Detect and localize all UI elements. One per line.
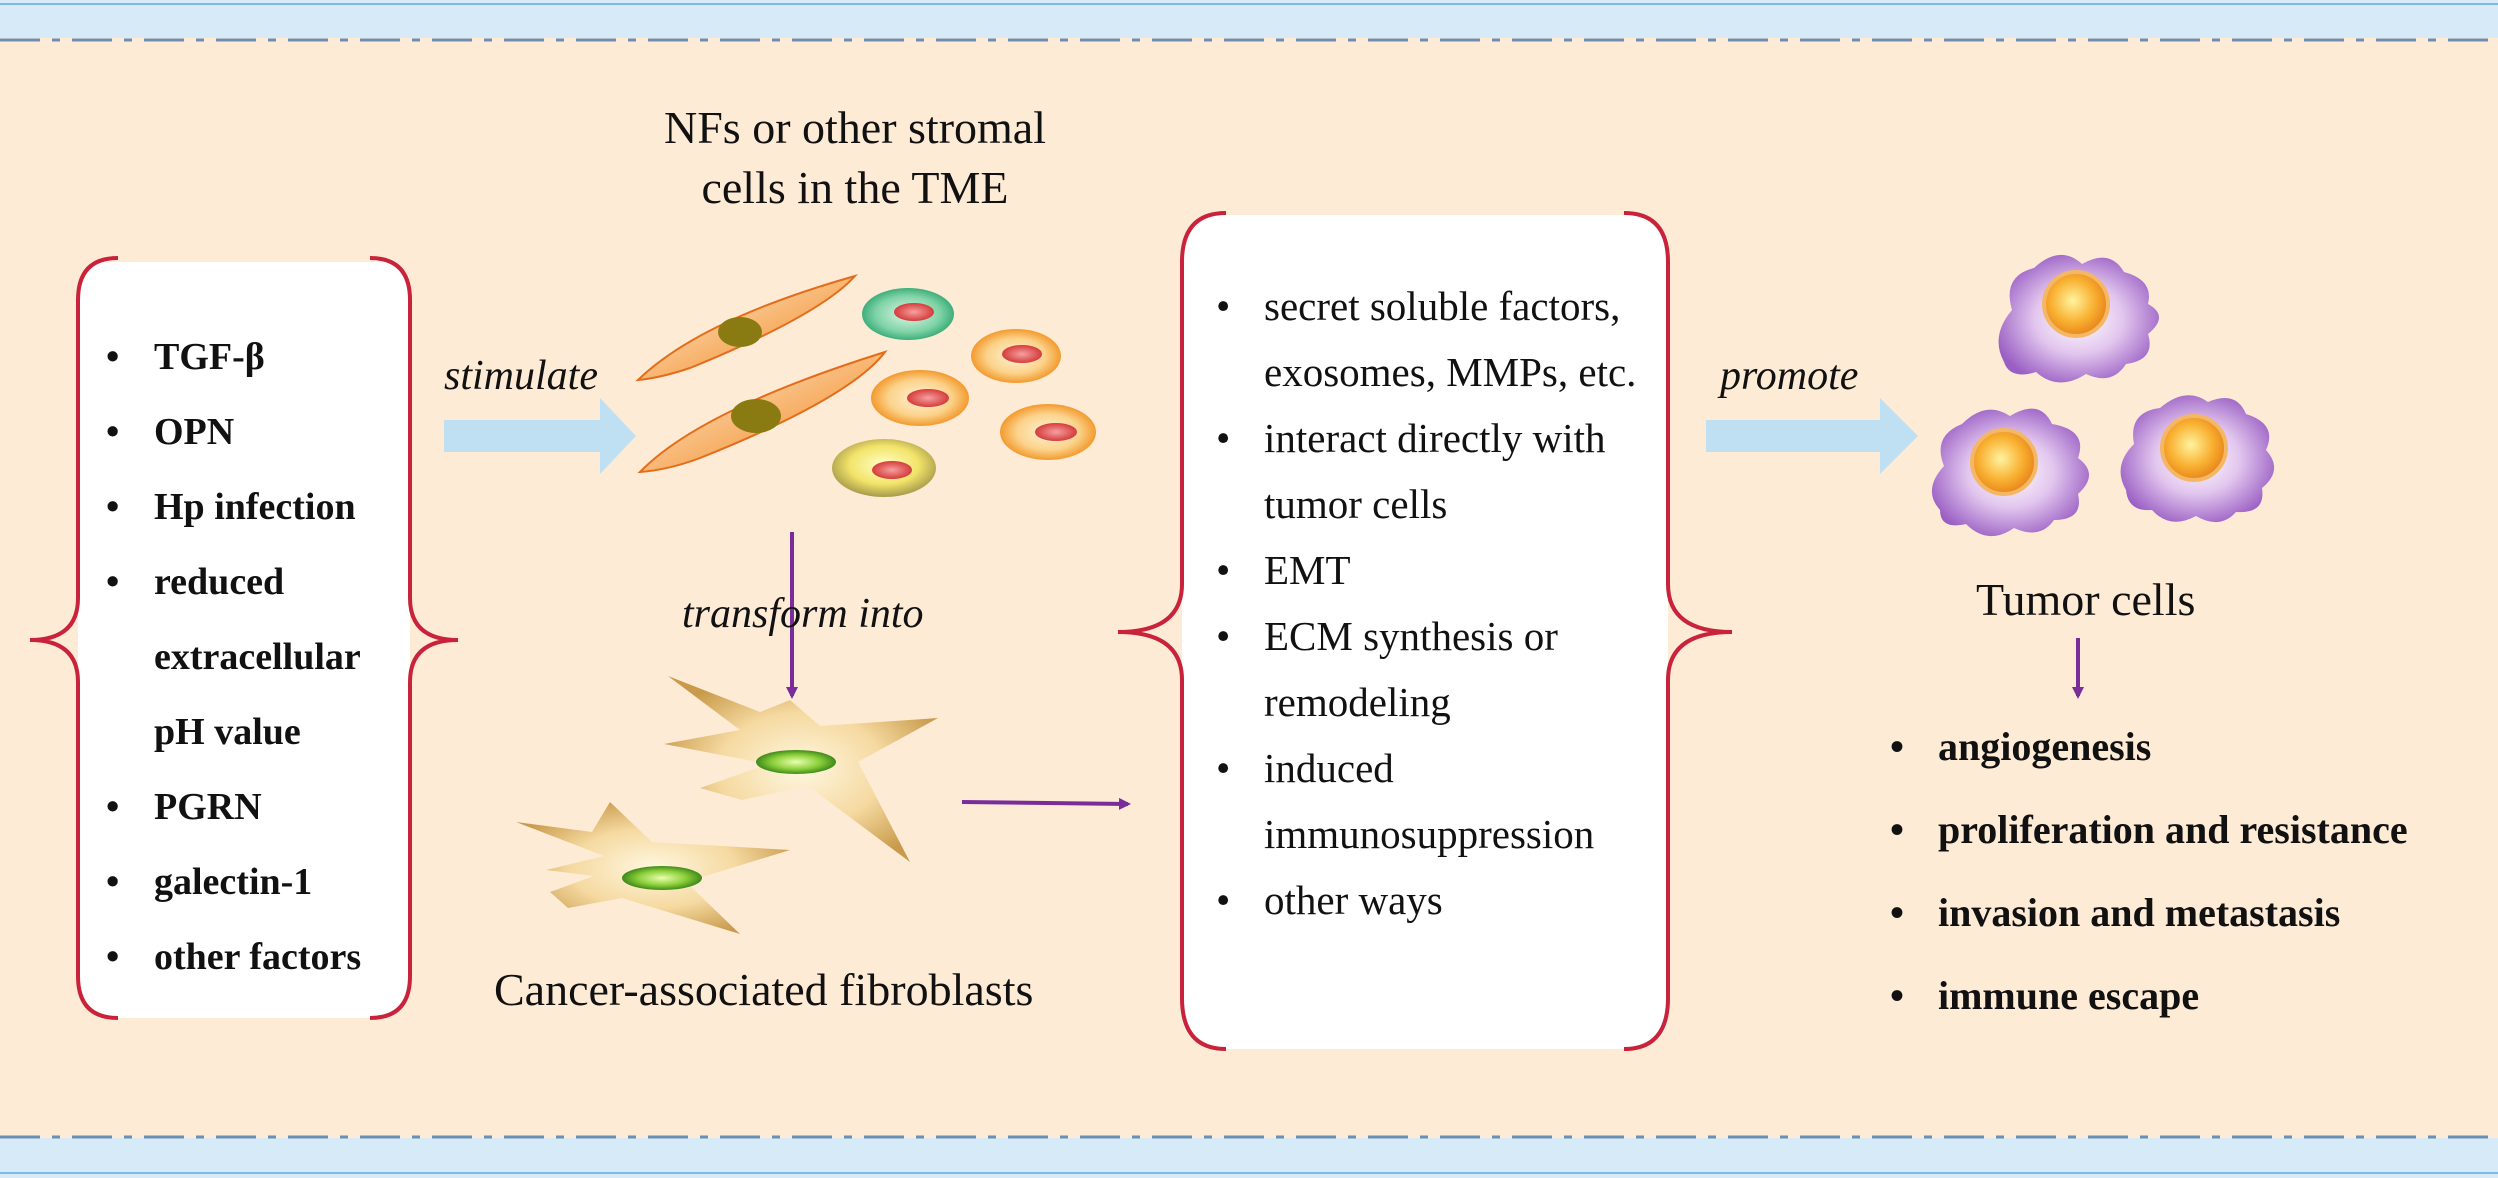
factor-item: TGF-β xyxy=(106,320,406,395)
tumor-cell xyxy=(1931,408,2089,537)
outcome-item: proliferation and resistance xyxy=(1890,788,2490,871)
factor-item: OPN xyxy=(106,395,406,470)
factor-item: other factors xyxy=(106,920,406,995)
caf-label: Cancer-associated fibroblasts xyxy=(494,964,1034,1015)
way-item: secret soluble factors, exosomes, MMPs, … xyxy=(1216,273,1656,405)
promote-label: promote xyxy=(1720,353,1859,399)
stimulate-arrow xyxy=(444,398,636,474)
tumor-cell xyxy=(2120,395,2275,523)
transform-into-label: transform into xyxy=(682,591,924,637)
stromal-cell xyxy=(871,370,969,426)
mid-brace-right xyxy=(1623,211,1733,1051)
way-item: EMT xyxy=(1216,537,1656,603)
factor-item: Hp infection xyxy=(106,470,406,545)
stromal-title-line1: NFs or other stromal xyxy=(663,102,1046,153)
way-item: ECM synthesis or remodeling xyxy=(1216,603,1656,735)
stromal-cell xyxy=(1000,404,1096,460)
stromal-cell xyxy=(862,288,954,340)
promote-arrow xyxy=(1706,398,1918,474)
stimulate-label: stimulate xyxy=(444,353,598,399)
stromal-cells-title: NFs or other stromal cells in the TME xyxy=(560,98,1150,218)
caf-cell xyxy=(664,676,938,862)
stromal-cell xyxy=(971,329,1061,383)
left-brace-left xyxy=(29,256,119,1020)
way-item: other ways xyxy=(1216,867,1656,933)
stromal-title-line2: cells in the TME xyxy=(701,162,1009,213)
ways-list: secret soluble factors, exosomes, MMPs, … xyxy=(1216,273,1656,933)
factor-list: TGF-β OPN Hp infection reduced extracell… xyxy=(106,320,406,995)
way-item: interact directly with tumor cells xyxy=(1216,405,1656,537)
top-band xyxy=(0,0,2498,42)
factor-item: galectin-1 xyxy=(106,845,406,920)
fibroblast-cell xyxy=(635,274,859,382)
fibroblast-cell xyxy=(637,350,888,474)
left-brace-right xyxy=(369,256,459,1020)
way-item: induced immunosuppression xyxy=(1216,735,1656,867)
caf-cell xyxy=(516,802,790,934)
caf-to-box-arrow xyxy=(961,797,1131,810)
mid-brace-left xyxy=(1117,211,1227,1051)
tumor-cells-label: Tumor cells xyxy=(1976,574,2196,625)
factor-item: PGRN xyxy=(106,770,406,845)
outcome-list: angiogenesis proliferation and resistanc… xyxy=(1890,705,2490,1037)
outcome-item: invasion and metastasis xyxy=(1890,871,2490,954)
outcome-item: immune escape xyxy=(1890,954,2490,1037)
outcome-item: angiogenesis xyxy=(1890,705,2490,788)
stromal-cell xyxy=(832,439,936,497)
tumor-cell xyxy=(1998,254,2159,383)
bottom-band xyxy=(0,1135,2498,1178)
factor-item: reduced extracellular pH value xyxy=(106,545,406,770)
